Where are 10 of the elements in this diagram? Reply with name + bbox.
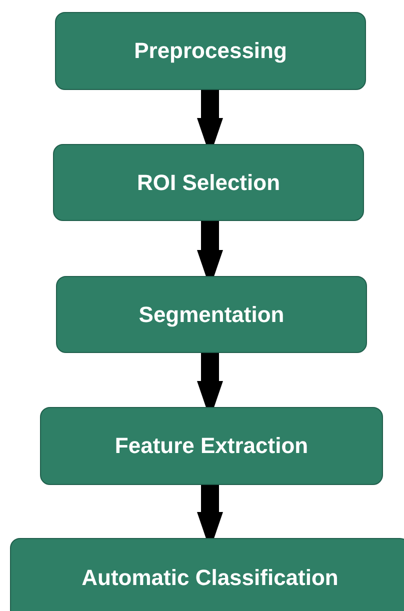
step-label: Preprocessing (134, 38, 287, 64)
process-box (40, 407, 383, 485)
process-box (55, 12, 366, 90)
step-label: ROI Selection (136, 170, 280, 196)
process-box (10, 538, 404, 611)
step-label: Automatic Classification (82, 565, 338, 591)
process-box (56, 276, 367, 353)
process-box (53, 144, 364, 221)
step-label: Segmentation (138, 302, 284, 328)
step-label: Feature Extraction (114, 433, 308, 459)
